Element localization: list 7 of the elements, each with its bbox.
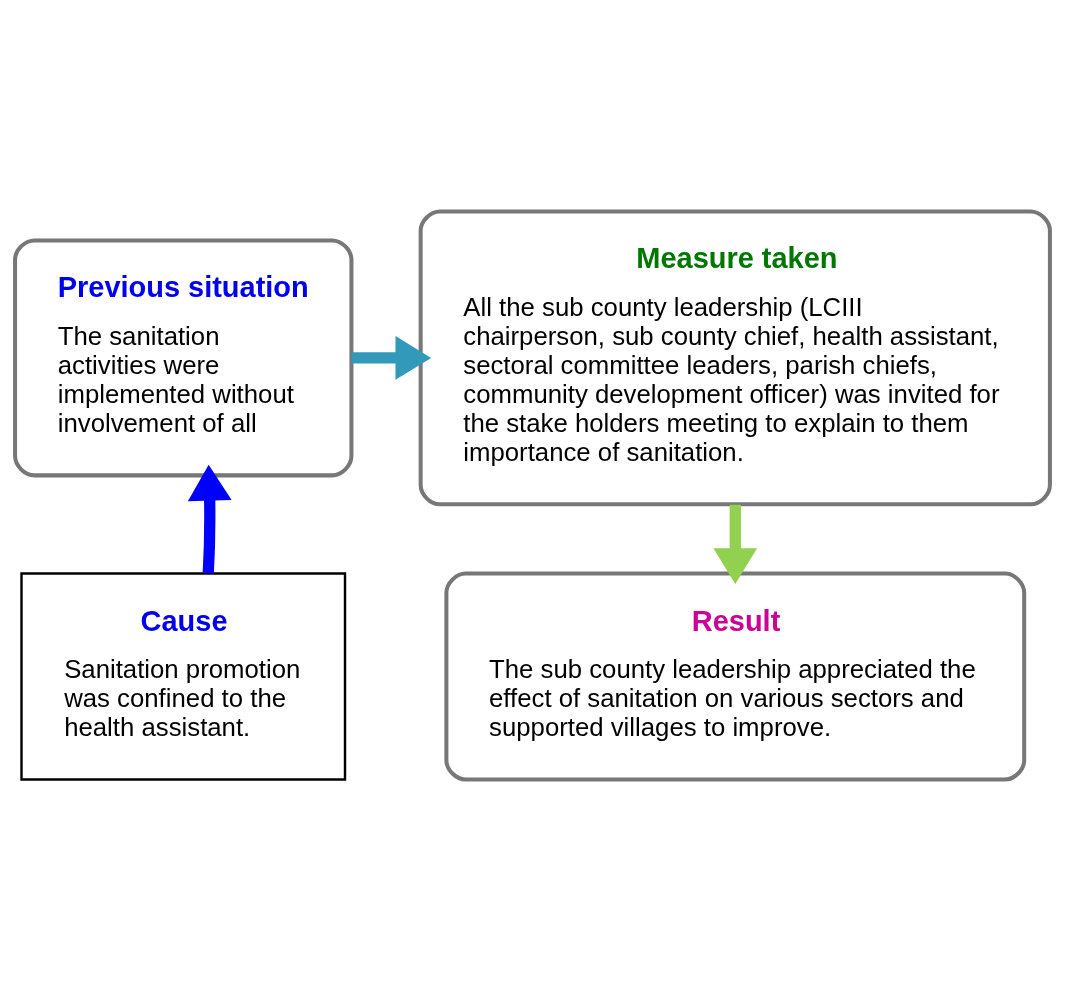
arrow [187,464,232,573]
node-box: Measure taken All the sub county leadership (LCIII chairperson, sub county chief, health assistant, sectoral committee leaders, parish chiefs, community development officer) was invited for the stake holders meeting to explain to them importance of sanitation. [418,208,1052,506]
arrow [351,335,432,380]
node-box: Cause Sanitation promotion was confined to the health assistant. [20,571,347,781]
node-box: Previous situation The sanitation activities were implemented without involvement of all [13,237,354,477]
arrow [713,504,758,584]
node-box: Result The sub county leadership appreciated the effect of sanitation on various sectors and supported villages to improve. [444,571,1027,782]
